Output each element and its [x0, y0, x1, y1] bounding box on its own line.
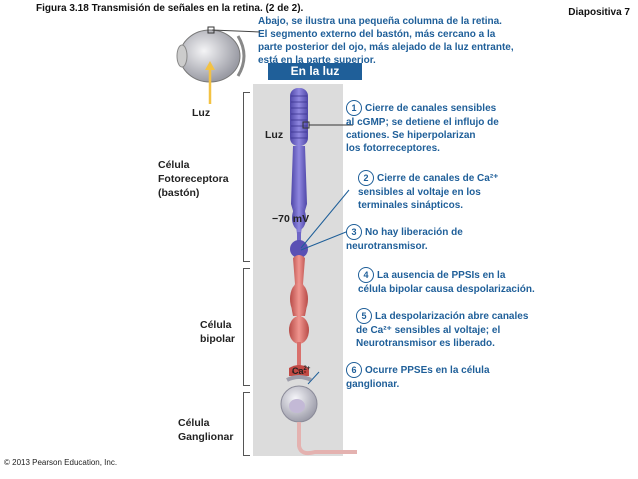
- step-line: Ocurre PPSEs en la célula: [365, 365, 490, 376]
- step-line: neurotransmisor.: [346, 241, 428, 252]
- step-line: Cierre de canales sensibles: [365, 103, 497, 114]
- step-line: terminales sinápticos.: [358, 200, 464, 211]
- label-line: (bastón): [158, 187, 200, 199]
- label-line: Célula: [158, 159, 190, 171]
- step-line: al cGMP; se detiene el influjo de: [346, 117, 499, 128]
- ganglion-label: Célula Ganglionar: [178, 416, 233, 444]
- step-line: los fotorreceptores.: [346, 143, 440, 154]
- intro-line: parte posterior del ojo, más alejado de …: [258, 42, 514, 53]
- label-line: Fotoreceptora: [158, 173, 229, 185]
- step-line: Cierre de canales de Ca²⁺: [377, 173, 499, 184]
- ganglion-bracket: [243, 392, 250, 456]
- label-line: Célula: [200, 319, 232, 331]
- figure-title: Figura 3.18 Transmisión de señales en la…: [36, 3, 304, 14]
- calcium-charge: 2+: [303, 366, 311, 372]
- calcium-text: Ca: [292, 366, 304, 376]
- retina-cells-illustration: [280, 88, 357, 456]
- label-line: bipolar: [200, 333, 236, 345]
- label-line: Ganglionar: [178, 431, 234, 443]
- step-line: de Ca²⁺ sensibles al voltaje; el: [356, 325, 501, 336]
- copyright: © 2013 Pearson Education, Inc.: [4, 458, 118, 467]
- photoreceptor-bracket: [243, 92, 250, 262]
- step-line: Neurotransmisor es liberado.: [356, 338, 495, 349]
- slide-number: Diapositiva 7: [568, 7, 630, 18]
- step-number: 2: [358, 170, 374, 186]
- step-line: La ausencia de PPSIs en la: [377, 270, 506, 281]
- label-line: Célula: [178, 417, 210, 429]
- eye-illustration: [176, 26, 261, 83]
- light-arrow-icon: [205, 61, 215, 104]
- intro-line: está en la parte superior.: [258, 55, 376, 66]
- light-label: Luz: [192, 107, 211, 119]
- step-line: No hay liberación de: [365, 227, 463, 238]
- condition-banner: En la luz: [268, 63, 362, 80]
- bipolar-bracket: [243, 268, 250, 386]
- bipolar-label: Célula bipolar: [200, 318, 235, 346]
- step-number: 3: [346, 224, 362, 240]
- step-number: 5: [356, 308, 372, 324]
- step-line: ganglionar.: [346, 379, 400, 390]
- intro-line: Abajo, se ilustra una pequeña columna de…: [258, 16, 502, 27]
- step-line: La despolarización abre canales: [375, 311, 529, 322]
- step-number: 4: [358, 267, 374, 283]
- intro-text: Abajo, se ilustra una pequeña columna de…: [258, 15, 598, 67]
- photoreceptor-label: Célula Fotoreceptora (bastón): [158, 158, 229, 200]
- intro-line: El segmento externo del bastón, más cerc…: [258, 29, 496, 40]
- step-number: 1: [346, 100, 362, 116]
- step-number: 6: [346, 362, 362, 378]
- step-line: cationes. Se hiperpolarizan: [346, 130, 476, 141]
- step-line: sensibles al voltaje en los: [358, 187, 481, 198]
- calcium-label: Ca2+: [292, 362, 310, 378]
- rod-light-label: Luz: [265, 129, 284, 141]
- voltage-label: −70 mV: [272, 213, 310, 225]
- step-line: célula bipolar causa despolarización.: [358, 284, 535, 295]
